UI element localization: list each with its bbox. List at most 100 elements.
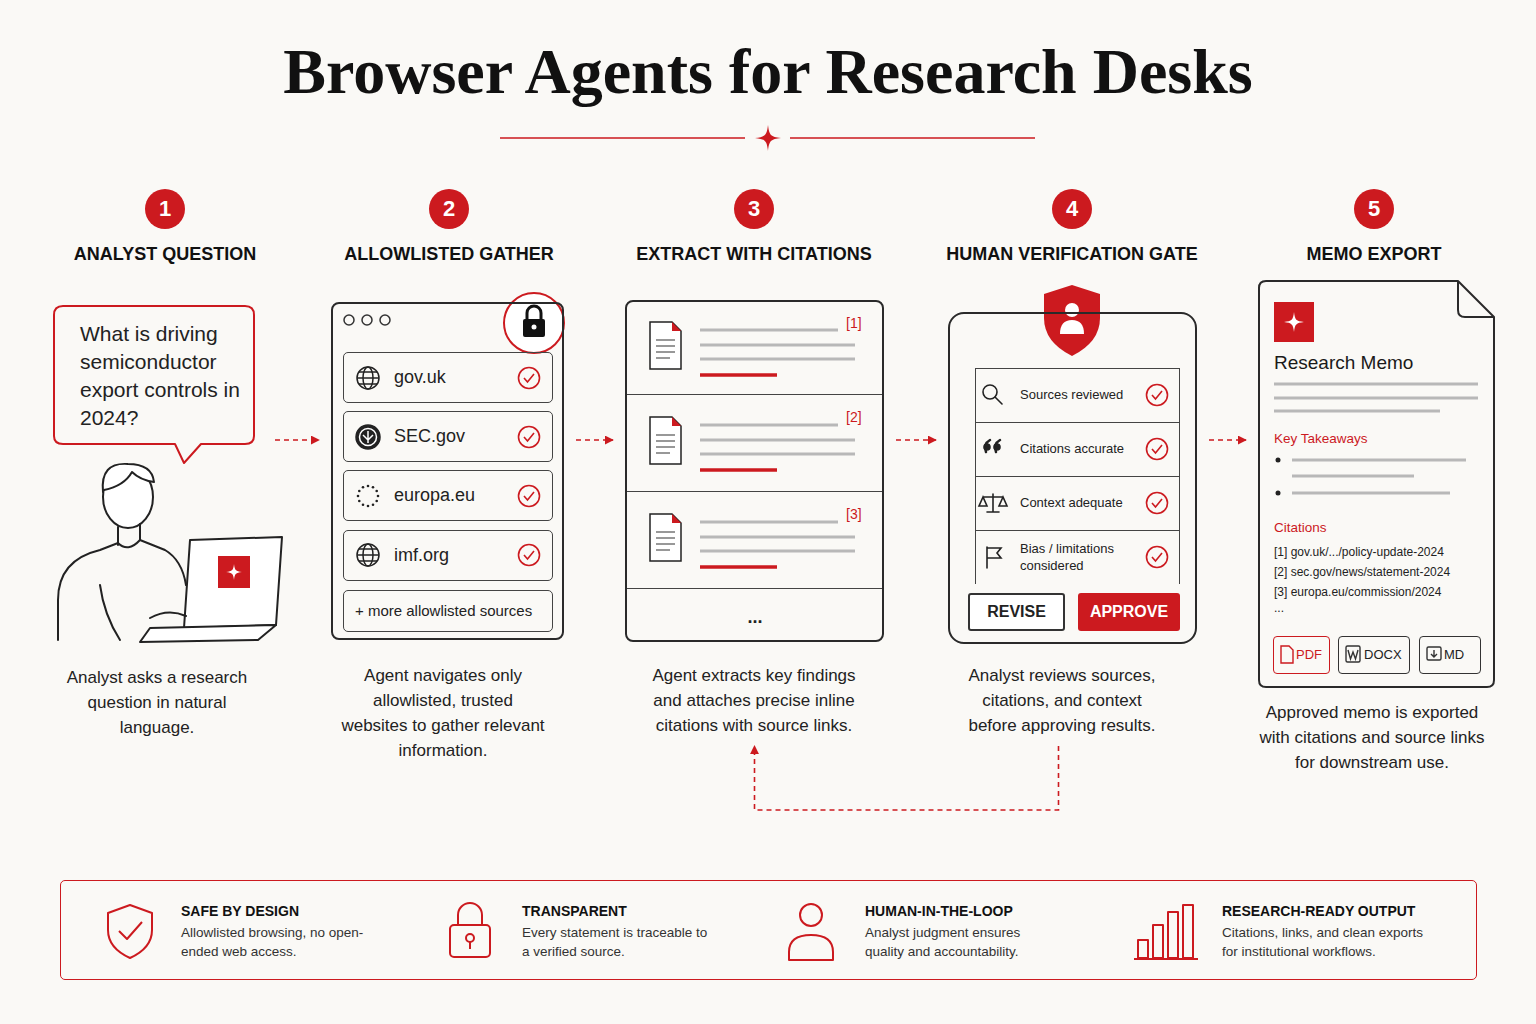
title-divider-part [755,125,781,151]
step-number: 2 [429,189,469,229]
verification-shield-part [1065,303,1079,317]
site-icons-part-part [362,503,365,506]
flow-arrow [576,439,613,441]
feature-icons-part [108,905,152,958]
site-icons-part-part [362,486,365,489]
site-row: europa.eu [343,470,553,521]
step-description: Analyst reviews sources, citations, and … [957,663,1167,738]
site-icons-part [360,429,377,446]
flow-arrow [1209,439,1246,441]
step-heading: MEMO EXPORT [1234,243,1514,265]
feature-text: Analyst judgment ensures quality and acc… [865,923,1050,961]
feature-band: SAFE BY DESIGNAllowlisted browsing, no o… [60,880,1477,980]
check-row: Citations accurate [975,422,1180,476]
site-icons [356,367,380,566]
feature-icons-part [1153,925,1163,958]
memo-decoration-part [1274,302,1314,342]
revise-button: REVISE [968,593,1065,631]
browser-chrome-part [380,315,390,325]
check-icons-part [994,444,1000,450]
export-label: DOCX [1364,647,1408,663]
step-description: Approved memo is exported with citations… [1256,700,1488,775]
ellipsis: ... [735,608,775,626]
document-icons-part [650,322,855,375]
check-label: Bias / limitations considered [1020,540,1132,574]
more-label: + more allowlisted sources [355,601,545,621]
feature-icons-part [1138,940,1148,958]
memo-section-heading: Citations [1274,519,1454,536]
site-row: gov.uk [343,352,553,403]
site-icons-part-part [358,490,361,493]
citation-line: ... [1274,600,1304,616]
feature-icons-part [466,934,474,942]
button-label: REVISE [968,602,1065,622]
check-row: Context adequate [975,476,1180,530]
check-row: Bias / limitations considered [975,530,1180,584]
feature-icons-part [469,942,471,949]
memo-decoration-part [1276,458,1281,463]
brand-star [226,564,242,580]
verification-shield-part [1044,285,1100,356]
feature-icons-part [450,925,490,957]
feature-title: TRANSPARENT [522,902,742,920]
button-label: APPROVE [1078,602,1180,622]
feature-icons-part [789,935,833,960]
step-description: Analyst asks a research question in natu… [57,665,257,740]
export-icons [1281,646,1441,663]
citation-marker: [2] [846,408,874,426]
feature-text: Citations, links, and clean exports for … [1222,923,1437,961]
citation-marker: [3] [846,505,874,523]
export-icons-part [1281,646,1293,663]
check-label: Context adequate [1020,494,1142,511]
step-number: 5 [1354,189,1394,229]
export-icons-part [1348,650,1358,659]
analyst-figure-part [150,612,186,618]
analyst-figure-part [103,464,154,492]
check-icons-part [979,494,1007,512]
site-label: europa.eu [394,484,509,506]
check-row: Sources reviewed [975,368,1180,422]
site-row: imf.org [343,530,553,581]
browser-window: ALLOWLISTED GATHERAgent navigates only a… [331,302,564,640]
step-number-text: 4 [1052,196,1092,222]
feature-icons-part [1168,912,1178,958]
site-icons-part-part [372,503,375,506]
title-divider [500,125,1035,151]
citation-line: [2] sec.gov/news/statement-2024 [1274,564,1489,580]
site-icons-part [357,372,379,384]
browser-chrome-part [527,306,541,320]
feature-icons-part [119,922,142,939]
memo-section-heading: Key Takeaways [1274,430,1454,447]
analyst-figure-part [118,524,140,545]
docx-button: DOCX [1338,636,1410,674]
step-number-text: 2 [429,196,469,222]
memo-document: MEMO EXPORTResearch MemoKey TakeawaysCit… [1258,280,1495,688]
check-icons-part [987,547,1001,568]
analyst-figure-part [140,625,276,642]
step-description: Agent navigates only allowlisted, truste… [338,663,548,763]
memo-decoration-part [1284,312,1304,332]
site-icons-part-part [367,505,370,508]
citation-card: [1] [627,301,882,395]
browser-chrome-part [362,315,372,325]
memo-decoration-part [1292,460,1466,493]
citation-line: [3] europa.eu/commission/2024 [1274,584,1489,600]
md-button: MD [1419,636,1481,674]
site-icons-part-part [358,500,361,503]
site-icons-part-part [357,495,360,498]
page-title: Browser Agents for Research Desks [0,35,1536,109]
check-marks-part [519,486,540,507]
check-marks-part [519,427,540,448]
step-heading: ALLOWLISTED GATHER [309,243,589,265]
check-icons-part [984,444,990,450]
browser-chrome-part [344,315,354,325]
verification-shield [1044,285,1100,356]
analyst-figure-part [218,556,250,588]
check-marks-part [1147,547,1168,568]
document-icons [650,322,855,567]
feature-icons-part [800,904,822,926]
